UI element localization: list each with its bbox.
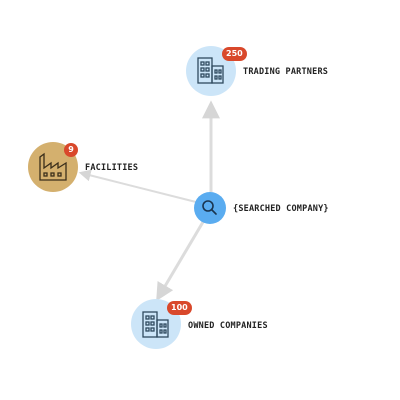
facilities-label: FACILITIES — [85, 163, 139, 173]
search-icon — [202, 200, 217, 215]
searched-company-label: {SEARCHED COMPANY} — [233, 204, 329, 214]
owned-companies-count-badge: 100 — [167, 301, 192, 315]
trading-partners-count-badge: 250 — [222, 47, 247, 61]
factory-icon — [39, 152, 67, 181]
owned-companies-label: OWNED COMPANIES — [188, 321, 268, 331]
edge-to-owned-companies — [156, 221, 205, 302]
trading-partners-label: TRADING PARTNERS — [243, 67, 329, 77]
office-building-icon — [142, 311, 169, 338]
edge-to-facilities — [78, 169, 197, 203]
node-searched-company[interactable] — [194, 192, 226, 224]
facilities-count-badge: 9 — [64, 143, 78, 157]
office-building-icon — [197, 57, 224, 84]
